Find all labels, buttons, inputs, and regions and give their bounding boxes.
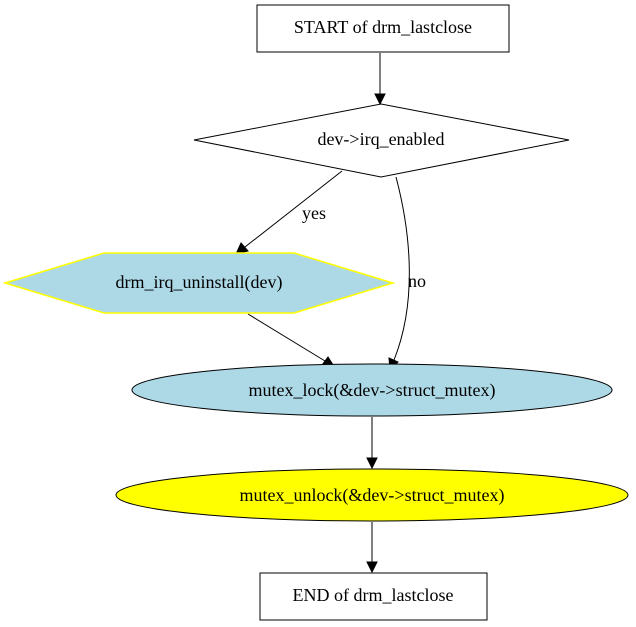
node-irq-enabled-label: dev->irq_enabled (317, 129, 444, 149)
node-irq-uninstall: drm_irq_uninstall(dev) (2, 252, 396, 314)
node-mutex-unlock: mutex_unlock(&dev->struct_mutex) (115, 468, 629, 522)
node-mutex-unlock-label: mutex_unlock(&dev->struct_mutex) (239, 485, 504, 506)
edge-no: no (388, 176, 426, 372)
node-start: START of drm_lastclose (256, 4, 510, 53)
node-start-label: START of drm_lastclose (294, 17, 472, 37)
edge-yes: yes (235, 170, 343, 255)
node-irq-enabled: dev->irq_enabled (193, 103, 570, 178)
edge-irq-uninstall-to-mutex-lock (247, 313, 337, 369)
node-end-label: END of drm_lastclose (293, 585, 454, 605)
edge-label-yes: yes (302, 203, 326, 223)
node-mutex-lock-label: mutex_lock(&dev->struct_mutex) (248, 380, 495, 401)
node-end: END of drm_lastclose (259, 572, 488, 621)
node-irq-uninstall-label: drm_irq_uninstall(dev) (116, 272, 283, 293)
edge-label-no: no (408, 271, 426, 291)
edge-mutex-unlock-to-end (366, 522, 378, 574)
edge-mutex-lock-to-mutex-unlock (366, 417, 378, 470)
edge-start-to-irq-enabled (374, 53, 386, 106)
node-mutex-lock: mutex_lock(&dev->struct_mutex) (131, 363, 613, 417)
